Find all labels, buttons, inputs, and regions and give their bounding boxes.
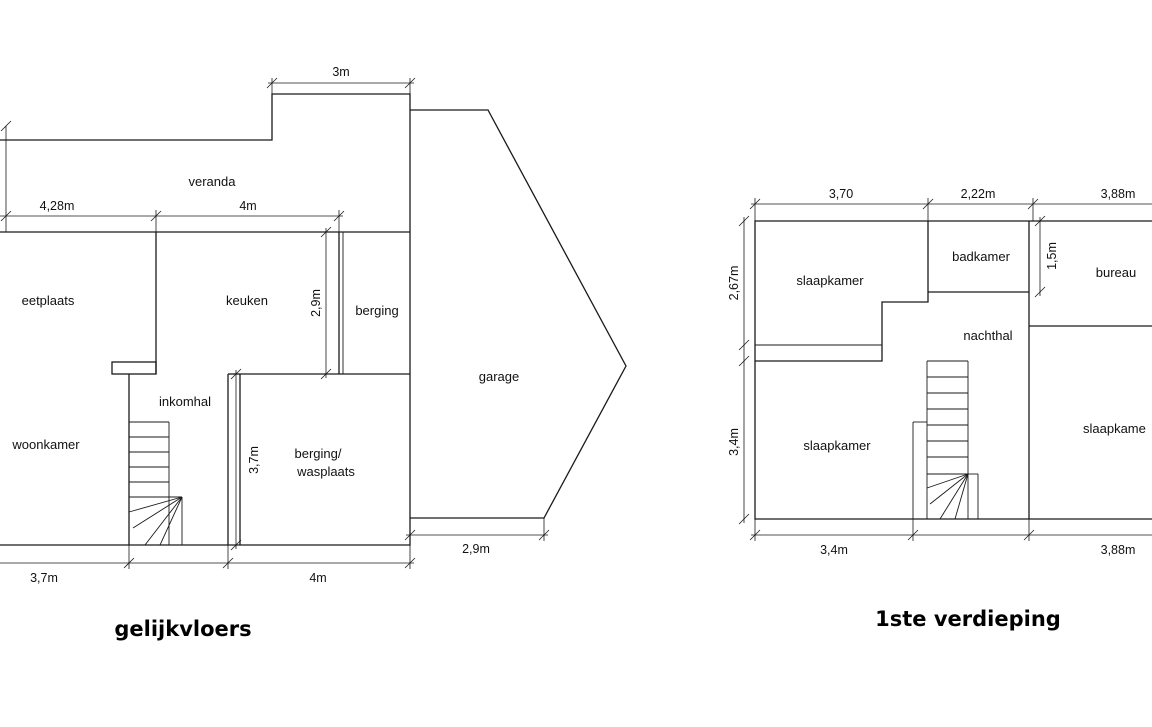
dimension-label: 4,28m [40, 199, 75, 213]
floor-title: gelijkvloers [114, 617, 251, 641]
dimension-label: 3,70 [829, 187, 853, 201]
dimension-label: 2,22m [961, 187, 996, 201]
dimension-label: 3,88m [1101, 543, 1136, 557]
room-label-woonkamer: woonkamer [11, 437, 80, 452]
dimension-lines [0, 77, 550, 569]
outer-wall [0, 93, 411, 546]
dimension-lines [738, 198, 1152, 541]
dimension-label: 4m [309, 571, 326, 585]
staircase [128, 421, 183, 546]
room-label-slaapkamer: slaapkame [1083, 421, 1146, 436]
floor-title: 1ste verdieping [875, 607, 1061, 631]
room-label-slaapkamer: slaapkamer [803, 438, 871, 453]
dimension-label: 2,9m [309, 289, 323, 317]
room-label-nachthal: nachthal [963, 328, 1012, 343]
room-label-veranda: veranda [189, 174, 237, 189]
dimension-label: 2,9m [462, 542, 490, 556]
room-label-inkomhal: inkomhal [159, 394, 211, 409]
staircase [912, 360, 979, 520]
ground-floor-plan: veranda eetplaats keuken berging woonkam… [0, 65, 627, 641]
room-label-berging: berging [355, 303, 398, 318]
dimension-label: 3,7m [247, 446, 261, 474]
outer-wall [754, 220, 1152, 520]
first-floor-plan: slaapkamer badkamer bureau nachthal slaa… [727, 187, 1152, 631]
wall [111, 361, 157, 375]
room-label-berging-wasplaats-1: berging/ [295, 446, 342, 461]
dimension-label: 3,4m [727, 428, 741, 456]
dimension-label: 3,7m [30, 571, 58, 585]
room-label-badkamer: badkamer [952, 249, 1010, 264]
dimension-label: 3m [332, 65, 349, 79]
room-label-bureau: bureau [1096, 265, 1136, 280]
room-label-keuken: keuken [226, 293, 268, 308]
dimension-label: 2,67m [727, 266, 741, 301]
room-label-garage: garage [479, 369, 519, 384]
dimension-label: 4m [239, 199, 256, 213]
wall [755, 292, 929, 362]
dimension-label: 1,5m [1045, 242, 1059, 270]
room-label-eetplaats: eetplaats [22, 293, 75, 308]
dimension-label: 3,88m [1101, 187, 1136, 201]
dimension-label: 3,4m [820, 543, 848, 557]
room-label-slaapkamer: slaapkamer [796, 273, 864, 288]
garage-wall [410, 109, 627, 519]
room-label-berging-wasplaats-2: wasplaats [296, 464, 355, 479]
